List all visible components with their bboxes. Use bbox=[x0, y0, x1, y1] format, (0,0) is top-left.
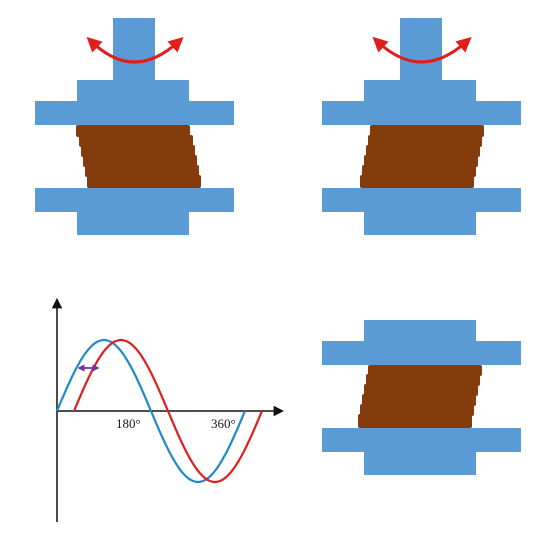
strain-wave bbox=[55, 338, 247, 484]
rheometer-top-right bbox=[322, 18, 521, 235]
sample-layers bbox=[358, 365, 482, 428]
upper-plate bbox=[35, 101, 234, 125]
lower-plate bbox=[322, 188, 521, 212]
upper-plate-hub bbox=[77, 80, 189, 102]
tick-label-180: 180° bbox=[116, 416, 141, 431]
sample-layers bbox=[360, 125, 484, 188]
lower-plate-base bbox=[364, 211, 476, 235]
rotor-shaft bbox=[400, 18, 442, 82]
upper-plate-hub bbox=[364, 320, 476, 342]
phase-shift-graph: 180° 360° bbox=[51, 297, 285, 522]
rotation-arrow-icon bbox=[372, 36, 472, 64]
lower-plate bbox=[322, 428, 521, 452]
lower-plate-base bbox=[364, 451, 476, 475]
stress-wave bbox=[72, 338, 264, 484]
rheometer-top-left bbox=[35, 18, 234, 235]
upper-plate bbox=[322, 341, 521, 365]
rotation-arrow-icon bbox=[86, 36, 184, 64]
lower-plate bbox=[35, 188, 234, 212]
lower-plate-base bbox=[77, 211, 189, 235]
upper-plate bbox=[322, 101, 521, 125]
rotor-shaft bbox=[113, 18, 155, 82]
rheometer-bottom-right bbox=[322, 320, 521, 475]
upper-plate-hub bbox=[364, 80, 476, 102]
tick-label-360: 360° bbox=[211, 416, 236, 431]
sample-layers bbox=[76, 125, 201, 188]
